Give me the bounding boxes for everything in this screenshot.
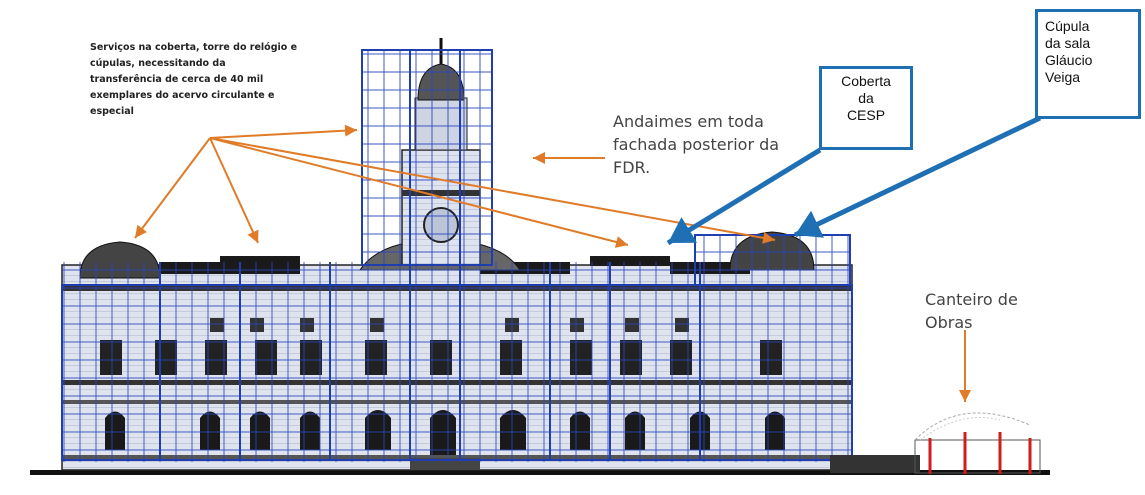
dome-callout-line: Veiga	[1045, 69, 1081, 85]
dome-callout: Cúpula da sala Gláucio Veiga	[1035, 9, 1141, 119]
scaffolding-annotation: Andaimes em toda fachada posterior da FD…	[613, 110, 838, 179]
dome-callout-line: da sala	[1045, 35, 1091, 51]
ground-line	[30, 470, 1050, 475]
worksite-line: Canteiro de	[925, 290, 1018, 309]
cesp-roof-callout: Coberta da CESP	[819, 66, 913, 150]
scaffolding-line: Andaimes em toda	[613, 112, 764, 131]
services-line: transferência de cerca de 40 mil	[90, 74, 264, 85]
services-line: especial	[90, 106, 134, 117]
scaffolding-line: fachada posterior da	[613, 135, 780, 154]
dome-callout-line: Gláucio	[1045, 52, 1093, 68]
dome-callout-line: Cúpula	[1045, 18, 1090, 34]
cesp-callout-line: CESP	[846, 107, 886, 123]
services-line: Serviços na coberta, torre do relógio e	[90, 42, 298, 53]
blue-arrows	[666, 115, 1042, 246]
worksite-annotation: Canteiro de Obras	[925, 288, 1085, 334]
worksite-line: Obras	[925, 313, 973, 332]
services-line: cúpulas, necessitando da	[90, 58, 226, 69]
services-line: exemplares do acervo circulante e	[90, 90, 275, 101]
cesp-callout-line: da	[858, 90, 874, 106]
cesp-callout-line: Coberta	[841, 73, 891, 89]
scaffolding	[61, 49, 853, 462]
services-annotation: Serviços na coberta, torre do relógio e …	[90, 40, 360, 120]
scaffolding-line: FDR.	[613, 158, 651, 177]
construction-site	[830, 412, 1041, 474]
